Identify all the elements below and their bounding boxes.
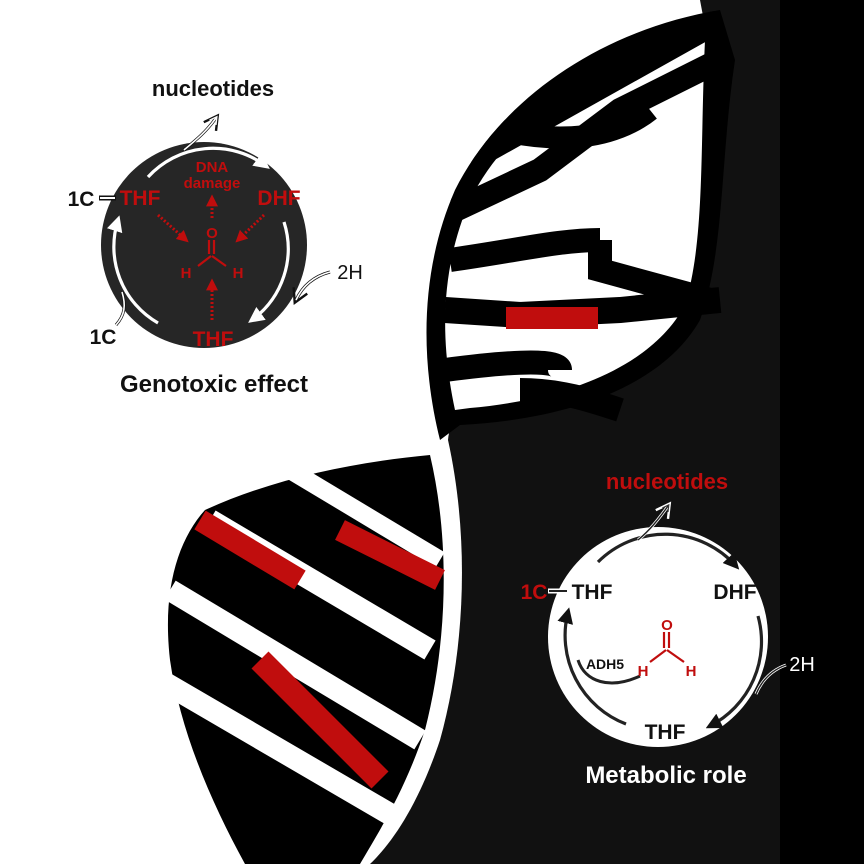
- dna-lesion-lower-2: [335, 520, 445, 590]
- metabolic-cycle-arrow-right: [705, 615, 764, 729]
- genotoxic-thf-bottom: THF: [193, 328, 234, 351]
- dna-upper-segment: [426, 9, 735, 440]
- formaldehyde-o: O: [206, 225, 218, 242]
- cycle-arrow-left: [106, 215, 159, 325]
- dna-lesion-lower-1: [194, 510, 306, 590]
- genotoxic-dhf: DHF: [257, 187, 300, 210]
- genotoxic-title: Genotoxic effect: [120, 371, 308, 398]
- metabolic-cycle-arrow-top: [596, 532, 740, 570]
- metabolic-formaldehyde-h-left: H: [638, 663, 649, 680]
- metabolic-one-c: 1C: [521, 581, 548, 604]
- genotoxic-dna-damage-line2: damage: [184, 175, 241, 192]
- metabolic-formaldehyde-h-right: H: [686, 663, 697, 680]
- formaldehyde-structure: [197, 240, 227, 267]
- genotoxic-panel: O H H nucleotides DNA damage THF DHF THF…: [68, 76, 363, 398]
- metabolic-formaldehyde-structure: [649, 632, 685, 663]
- adh5-arrow: [576, 659, 641, 685]
- metabolic-thf-bottom: THF: [645, 721, 686, 744]
- metabolic-cycle-arrow-left: [557, 607, 627, 726]
- metabolic-nucleotides-label: nucleotides: [606, 469, 728, 494]
- genotoxic-two-h: 2H: [337, 262, 363, 284]
- cycle-arrow-right: [248, 221, 290, 323]
- genotoxic-circle: [101, 142, 307, 348]
- genotoxic-thf-left: THF: [120, 187, 161, 210]
- genotoxic-dna-damage-line1: DNA: [196, 159, 229, 176]
- genotoxic-one-c-bottom: 1C: [90, 326, 117, 349]
- metabolic-panel: O H H nucleotides 1C THF DHF THF ADH5 2H…: [521, 469, 815, 789]
- metabolic-two-h: 2H: [789, 654, 815, 676]
- adh5-label: ADH5: [586, 656, 624, 672]
- metabolic-title: Metabolic role: [585, 762, 746, 789]
- genotoxic-one-c-top: 1C: [68, 188, 95, 211]
- formaldehyde-h-left: H: [181, 265, 192, 282]
- cycle-arrow-top: [146, 146, 270, 179]
- dna-lower-segment: [147, 440, 462, 864]
- metabolic-circle: [548, 527, 768, 747]
- genotoxic-nucleotides-label: nucleotides: [152, 76, 274, 101]
- metabolic-formaldehyde-o: O: [661, 617, 673, 634]
- metabolic-dhf: DHF: [713, 581, 756, 604]
- formaldehyde-h-right: H: [233, 265, 244, 282]
- dna-lesion-lower-3: [251, 651, 389, 789]
- metabolic-thf-left: THF: [572, 581, 613, 604]
